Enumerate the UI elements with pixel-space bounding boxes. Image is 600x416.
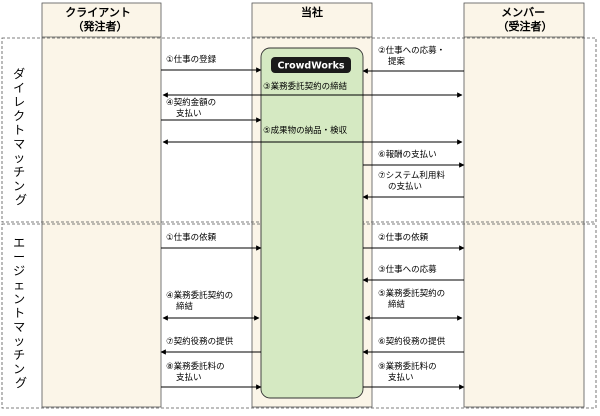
member-column (463, 2, 585, 408)
member-header-line1: メンバー (501, 6, 545, 19)
flow-agent-8: ⑧業務委託料の 支払い (161, 361, 262, 390)
flow-agent-8-label: ⑧業務委託料の 支払い (166, 361, 227, 383)
flow-direct-4-label: ④契約金額の 支払い (166, 97, 219, 119)
flow-direct-3-label: ③業務委託契約の締結 (263, 81, 348, 92)
flow-agent-4-label: ④業務委託契約の 締結 (166, 290, 236, 312)
flow-agent-7-label: ⑦契約役務の提供 (166, 336, 234, 347)
flow-agent-3-label: ③仕事への応募 (378, 264, 437, 275)
client-header-line1: クライアント (65, 6, 131, 19)
crowdworks-logo (271, 57, 351, 73)
flow-direct-2-label: ②仕事への応募・ 提案 (378, 45, 448, 67)
member-header-line2: （受注者） (498, 19, 553, 33)
flow-direct-6-label: ⑥報酬の支払い (378, 149, 437, 160)
flow-agent-9: ⑨業務委託料の 支払い (363, 361, 465, 390)
crowdworks-logo-text: CrowdWorks (277, 61, 344, 72)
client-column (41, 2, 162, 408)
flow-agent-6-label: ⑥契約役務の提供 (378, 336, 446, 347)
flow-agent-5-label: ⑤業務委託契約の 締結 (378, 288, 448, 310)
flow-agent-3: ③仕事への応募 (362, 264, 464, 283)
crowdworks-band (260, 47, 364, 399)
flow-agent-1-label: ①仕事の依頼 (166, 232, 217, 243)
company-header: 当社 (301, 5, 323, 19)
flow-direct-6: ⑥報酬の支払い (363, 149, 465, 168)
flow-agent-9-label: ⑨業務委託料の 支払い (378, 361, 439, 383)
agent-matching-label: エ ー ジ ェ ン ト マ ッ チ ン グ (13, 236, 29, 390)
flow-agent-2-label: ②仕事の依頼 (378, 232, 429, 243)
flow-direct-1-label: ①仕事の登録 (166, 54, 217, 65)
flow-direct-1: ①仕事の登録 (161, 54, 262, 73)
client-header: クライアント （発注者） (65, 6, 134, 33)
flow-agent-5: ⑤業務委託契約の 締結 (364, 288, 463, 321)
flow-direct-4: ④契約金額の 支払い (161, 92, 463, 123)
flow-agent-7: ⑦契約役務の提供 (160, 336, 261, 355)
flow-direct-3: ③業務委託契約の締結 (263, 81, 348, 92)
flow-direct-2: ②仕事への応募・ 提案 (362, 45, 464, 74)
flow-direct-7: ⑦システム利用料 の支払い (362, 170, 464, 200)
direct-matching-label: ダ イ レ ク ト マ ッ チ ン グ (13, 66, 29, 207)
flow-agent-6: ⑥契約役務の提供 (362, 336, 464, 355)
flow-direct-5: ⑤成果物の納品・検収 (162, 125, 463, 145)
client-header-line2: （発注者） (73, 19, 128, 33)
member-header: メンバー （受注者） (498, 6, 553, 33)
flow-agent-4: ④業務委託契約の 締結 (162, 290, 260, 321)
company-header-line1: 当社 (301, 5, 323, 19)
flow-direct-5-label: ⑤成果物の納品・検収 (263, 125, 348, 136)
flow-agent-2: ②仕事の依頼 (363, 232, 465, 251)
flow-direct-7-label: ⑦システム利用料 の支払い (378, 170, 448, 192)
flow-agent-1: ①仕事の依頼 (161, 232, 262, 251)
